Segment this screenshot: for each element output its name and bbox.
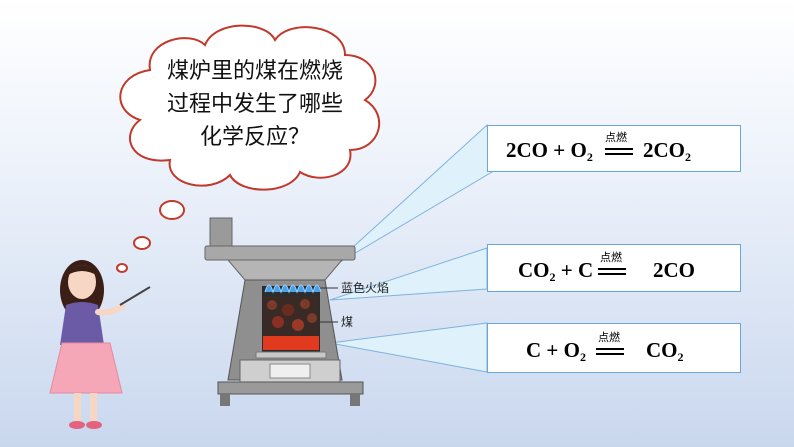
- equation-2-equals-bottom: [598, 273, 626, 275]
- question-line-2: 过程中发生了哪些: [166, 92, 343, 117]
- equation-box-1: 2CO + O2 点燃 2CO2: [487, 125, 741, 172]
- equation-1-equals-bottom: [605, 153, 633, 155]
- question-line-1: 煤炉里的煤在燃烧: [166, 59, 343, 84]
- equation-1-left: 2CO + O2: [506, 138, 593, 164]
- blue-flame-label: 蓝色火焰: [341, 281, 390, 295]
- equation-3-left: C + O2: [526, 338, 586, 364]
- equation-1-equals-top: [605, 148, 633, 150]
- equation-3-equals-bottom: [596, 353, 624, 355]
- beam-bottom: [329, 322, 488, 373]
- equation-box-2: CO2 + C 点燃 2CO: [487, 244, 741, 292]
- equation-1-condition: 点燃: [605, 131, 627, 144]
- question-text: 煤炉里的煤在燃烧 过程中发生了哪些 化学反应？: [145, 55, 365, 154]
- equation-2-left: CO2 + C: [518, 258, 594, 284]
- equation-1-right: 2CO2: [643, 138, 691, 164]
- thought-bubble-icon: [116, 24, 381, 273]
- equation-box-3: C + O2 点燃 CO2: [487, 323, 741, 373]
- teacher-illustration: [49, 260, 151, 429]
- equation-3-right: CO2: [646, 338, 684, 364]
- coal-stove-illustration: [204, 217, 364, 406]
- equation-3-condition: 点燃: [598, 331, 620, 344]
- equation-2-condition: 点燃: [600, 251, 622, 264]
- equation-2-right: 2CO: [653, 258, 695, 282]
- coal-label: 煤: [341, 315, 354, 329]
- question-line-3: 化学反应？: [199, 125, 310, 150]
- equation-2-equals-top: [598, 268, 626, 270]
- equation-3-equals-top: [596, 348, 624, 350]
